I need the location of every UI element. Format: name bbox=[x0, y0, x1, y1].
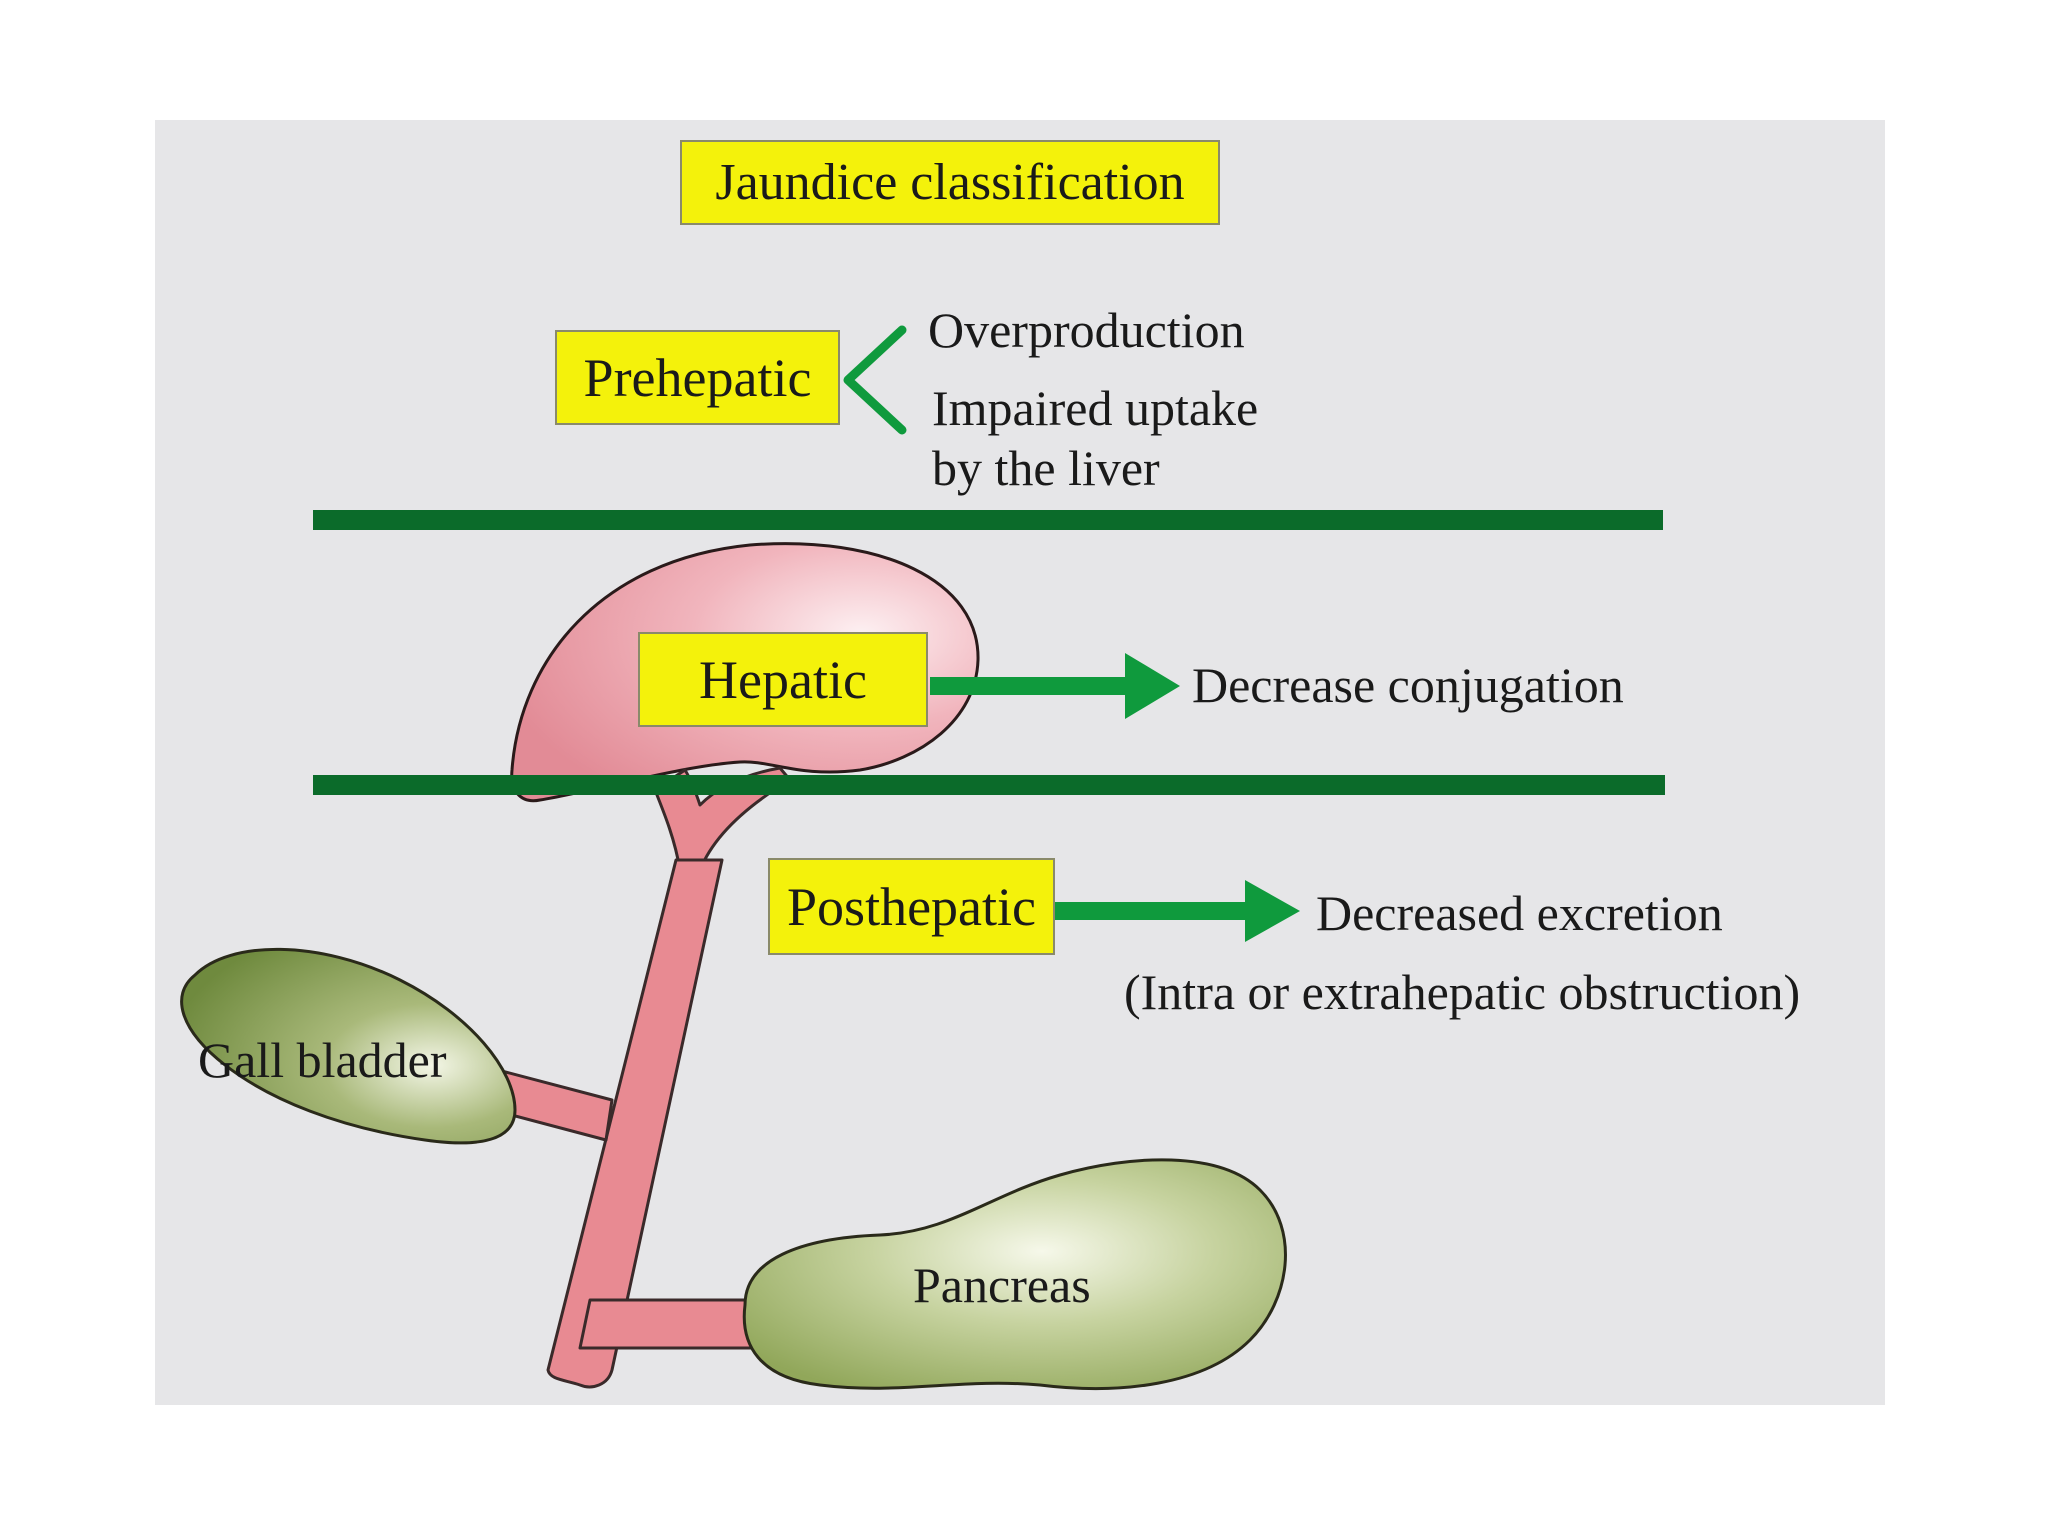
prehepatic-cause-by-liver: by the liver bbox=[932, 440, 1160, 496]
divider-bottom bbox=[313, 775, 1665, 795]
gall-bladder-shape bbox=[180, 947, 517, 1145]
title-box: Jaundice classification bbox=[680, 140, 1220, 225]
prehepatic-bracket bbox=[843, 325, 907, 435]
hepatic-label: Hepatic bbox=[699, 649, 867, 710]
pancreas-shape bbox=[742, 1158, 1287, 1391]
posthepatic-box: Posthepatic bbox=[768, 858, 1055, 955]
posthepatic-cause: Decreased excretion bbox=[1316, 885, 1723, 941]
divider-top bbox=[313, 510, 1663, 530]
pancreas-label: Pancreas bbox=[913, 1257, 1091, 1313]
hepatic-box: Hepatic bbox=[638, 632, 928, 727]
posthepatic-label: Posthepatic bbox=[787, 876, 1036, 937]
prehepatic-cause-overproduction: Overproduction bbox=[928, 302, 1245, 358]
hepatic-arrow bbox=[930, 653, 1180, 719]
prehepatic-box: Prehepatic bbox=[555, 330, 840, 425]
posthepatic-note: (Intra or extrahepatic obstruction) bbox=[1124, 964, 1801, 1020]
prehepatic-label: Prehepatic bbox=[583, 347, 812, 408]
bile-duct bbox=[496, 766, 792, 1389]
gall-bladder-label: Gall bladder bbox=[198, 1032, 447, 1088]
prehepatic-cause-impaired-uptake: Impaired uptake bbox=[932, 380, 1259, 436]
posthepatic-arrow bbox=[1050, 880, 1300, 942]
hepatic-cause: Decrease conjugation bbox=[1192, 657, 1624, 713]
diagram-title: Jaundice classification bbox=[715, 154, 1185, 211]
